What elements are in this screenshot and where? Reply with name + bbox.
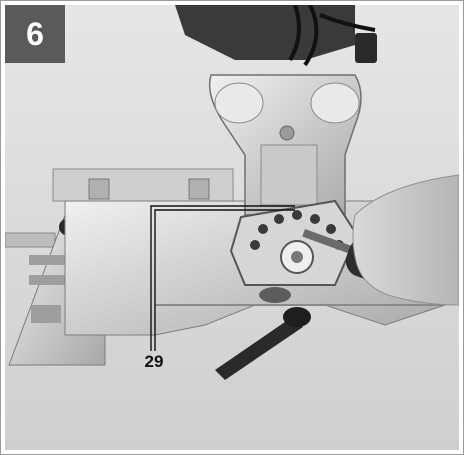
motor-housing xyxy=(175,5,355,60)
lever-hub xyxy=(283,307,311,327)
wing-slot-1 xyxy=(29,255,77,265)
callout-leader xyxy=(150,205,295,351)
fence-bolt-center xyxy=(188,178,210,200)
wing-slot-2 xyxy=(29,275,71,285)
lock-lever xyxy=(215,315,303,380)
extension-rail xyxy=(5,232,56,248)
arm-boss-right xyxy=(310,82,360,124)
saw-photo xyxy=(5,5,459,450)
screwdriver-shaft xyxy=(302,229,362,258)
hand xyxy=(352,174,459,306)
bevel-holes xyxy=(250,210,344,250)
wing-slot-3 xyxy=(31,305,61,323)
arm-channel xyxy=(260,144,318,206)
lever-bracket xyxy=(259,287,291,303)
pivot-center xyxy=(291,251,303,263)
power-cord xyxy=(288,5,376,67)
figure-number-badge: 6 xyxy=(5,5,65,63)
housing-clip xyxy=(355,33,377,63)
arm-boss-left xyxy=(214,82,264,124)
callout-label: 29 xyxy=(144,352,164,371)
callout-leader-shadow xyxy=(154,209,295,351)
miter-saw-illustration xyxy=(5,5,459,450)
fence-bolt-left xyxy=(88,178,110,200)
arm-screw xyxy=(279,125,295,141)
